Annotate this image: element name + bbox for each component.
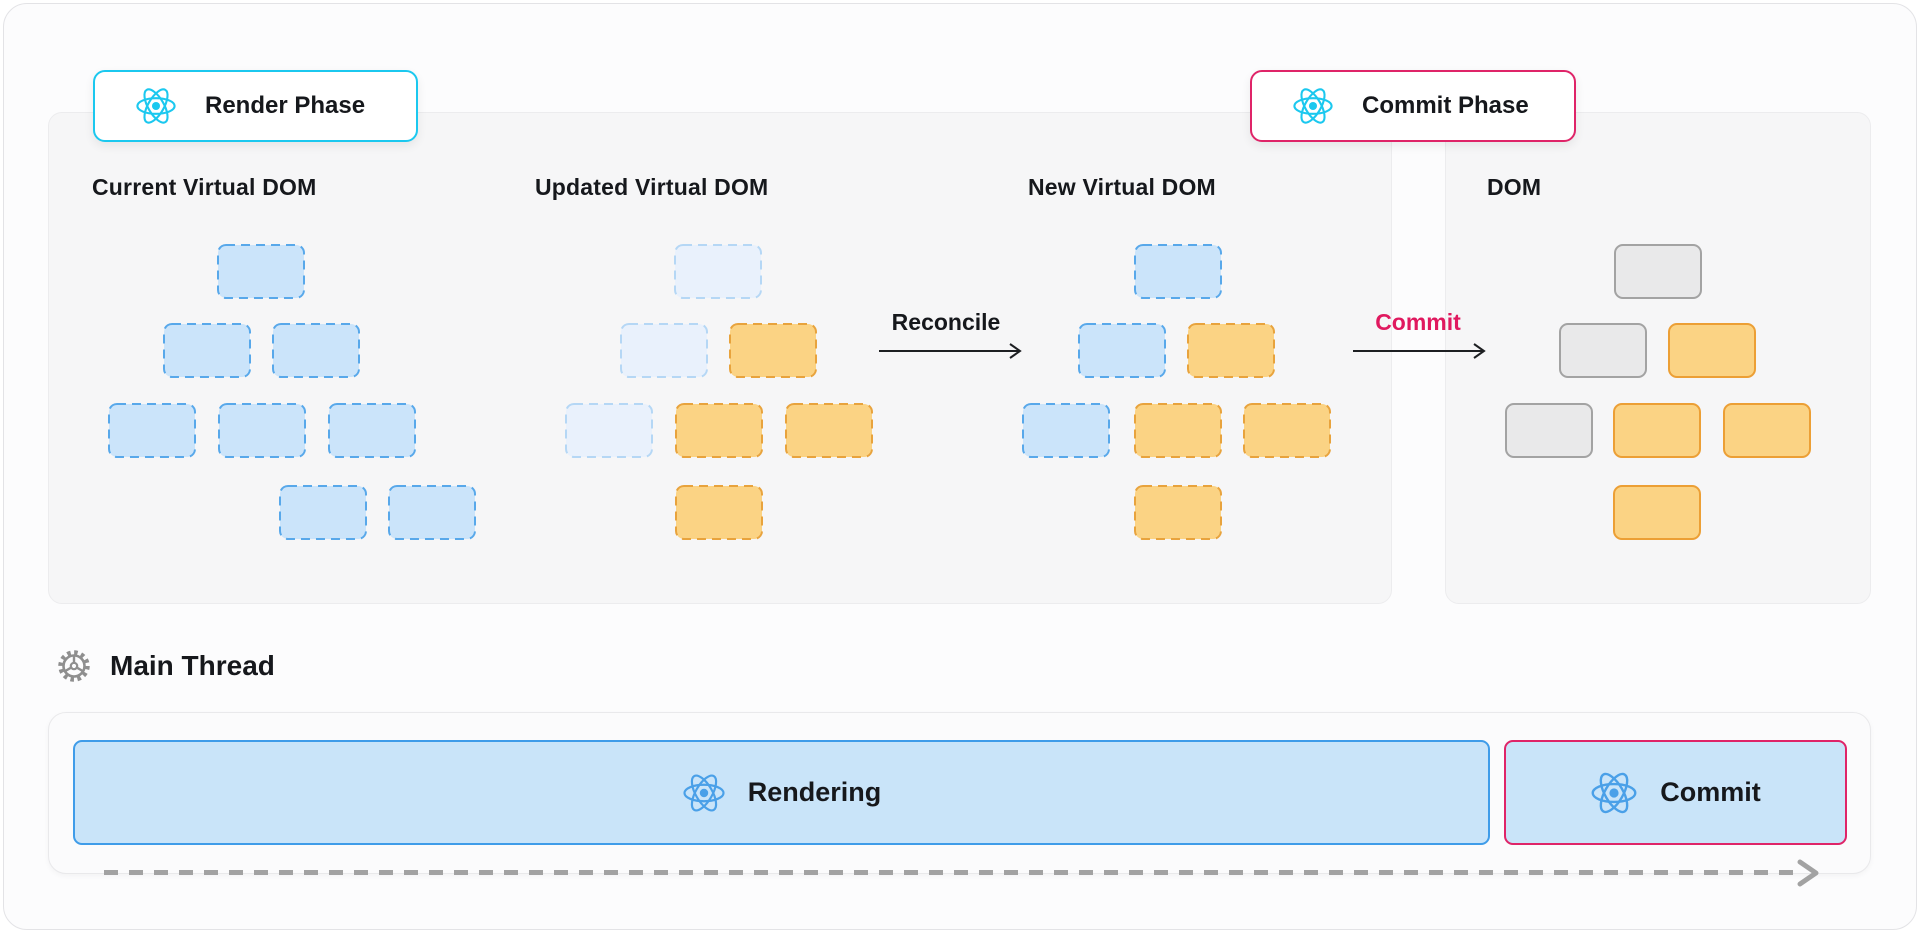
- react-logo-icon: [1293, 88, 1333, 124]
- commit-phase-badge: Commit Phase: [1250, 70, 1576, 142]
- gear-icon: [58, 650, 90, 682]
- timeline-dashed-arrow: [104, 870, 1796, 875]
- render-phase-label: Render Phase: [205, 92, 366, 119]
- current-vdom-title: Current Virtual DOM: [92, 174, 317, 200]
- commit-phase-label: Commit Phase: [1362, 92, 1529, 119]
- react-logo-icon: [136, 88, 176, 124]
- timeline-arrowhead-icon: [1797, 859, 1819, 887]
- reconcile-arrow-icon: [879, 343, 1022, 359]
- timeline-commit-label: Commit: [1660, 777, 1761, 807]
- new-vdom-title: New Virtual DOM: [1028, 174, 1216, 200]
- react-logo-icon: [1591, 772, 1637, 813]
- timeline-rendering-label: Rendering: [747, 777, 882, 807]
- commit-arrow-icon: [1353, 343, 1486, 359]
- updated-vdom-title: Updated Virtual DOM: [535, 174, 769, 200]
- main-thread-label: Main Thread: [110, 650, 275, 681]
- main-thread-heading: Main Thread: [56, 648, 275, 684]
- dom-title: DOM: [1487, 174, 1542, 200]
- timeline-commit-block: Commit: [1504, 740, 1847, 845]
- commit-arrow-label: Commit: [1375, 309, 1461, 335]
- render-phase-badge: Render Phase: [93, 70, 418, 142]
- dom-panel: [1445, 112, 1871, 604]
- reconcile-label: Reconcile: [891, 309, 1001, 335]
- timeline-rendering-block: Rendering: [73, 740, 1490, 845]
- react-logo-icon: [683, 774, 725, 811]
